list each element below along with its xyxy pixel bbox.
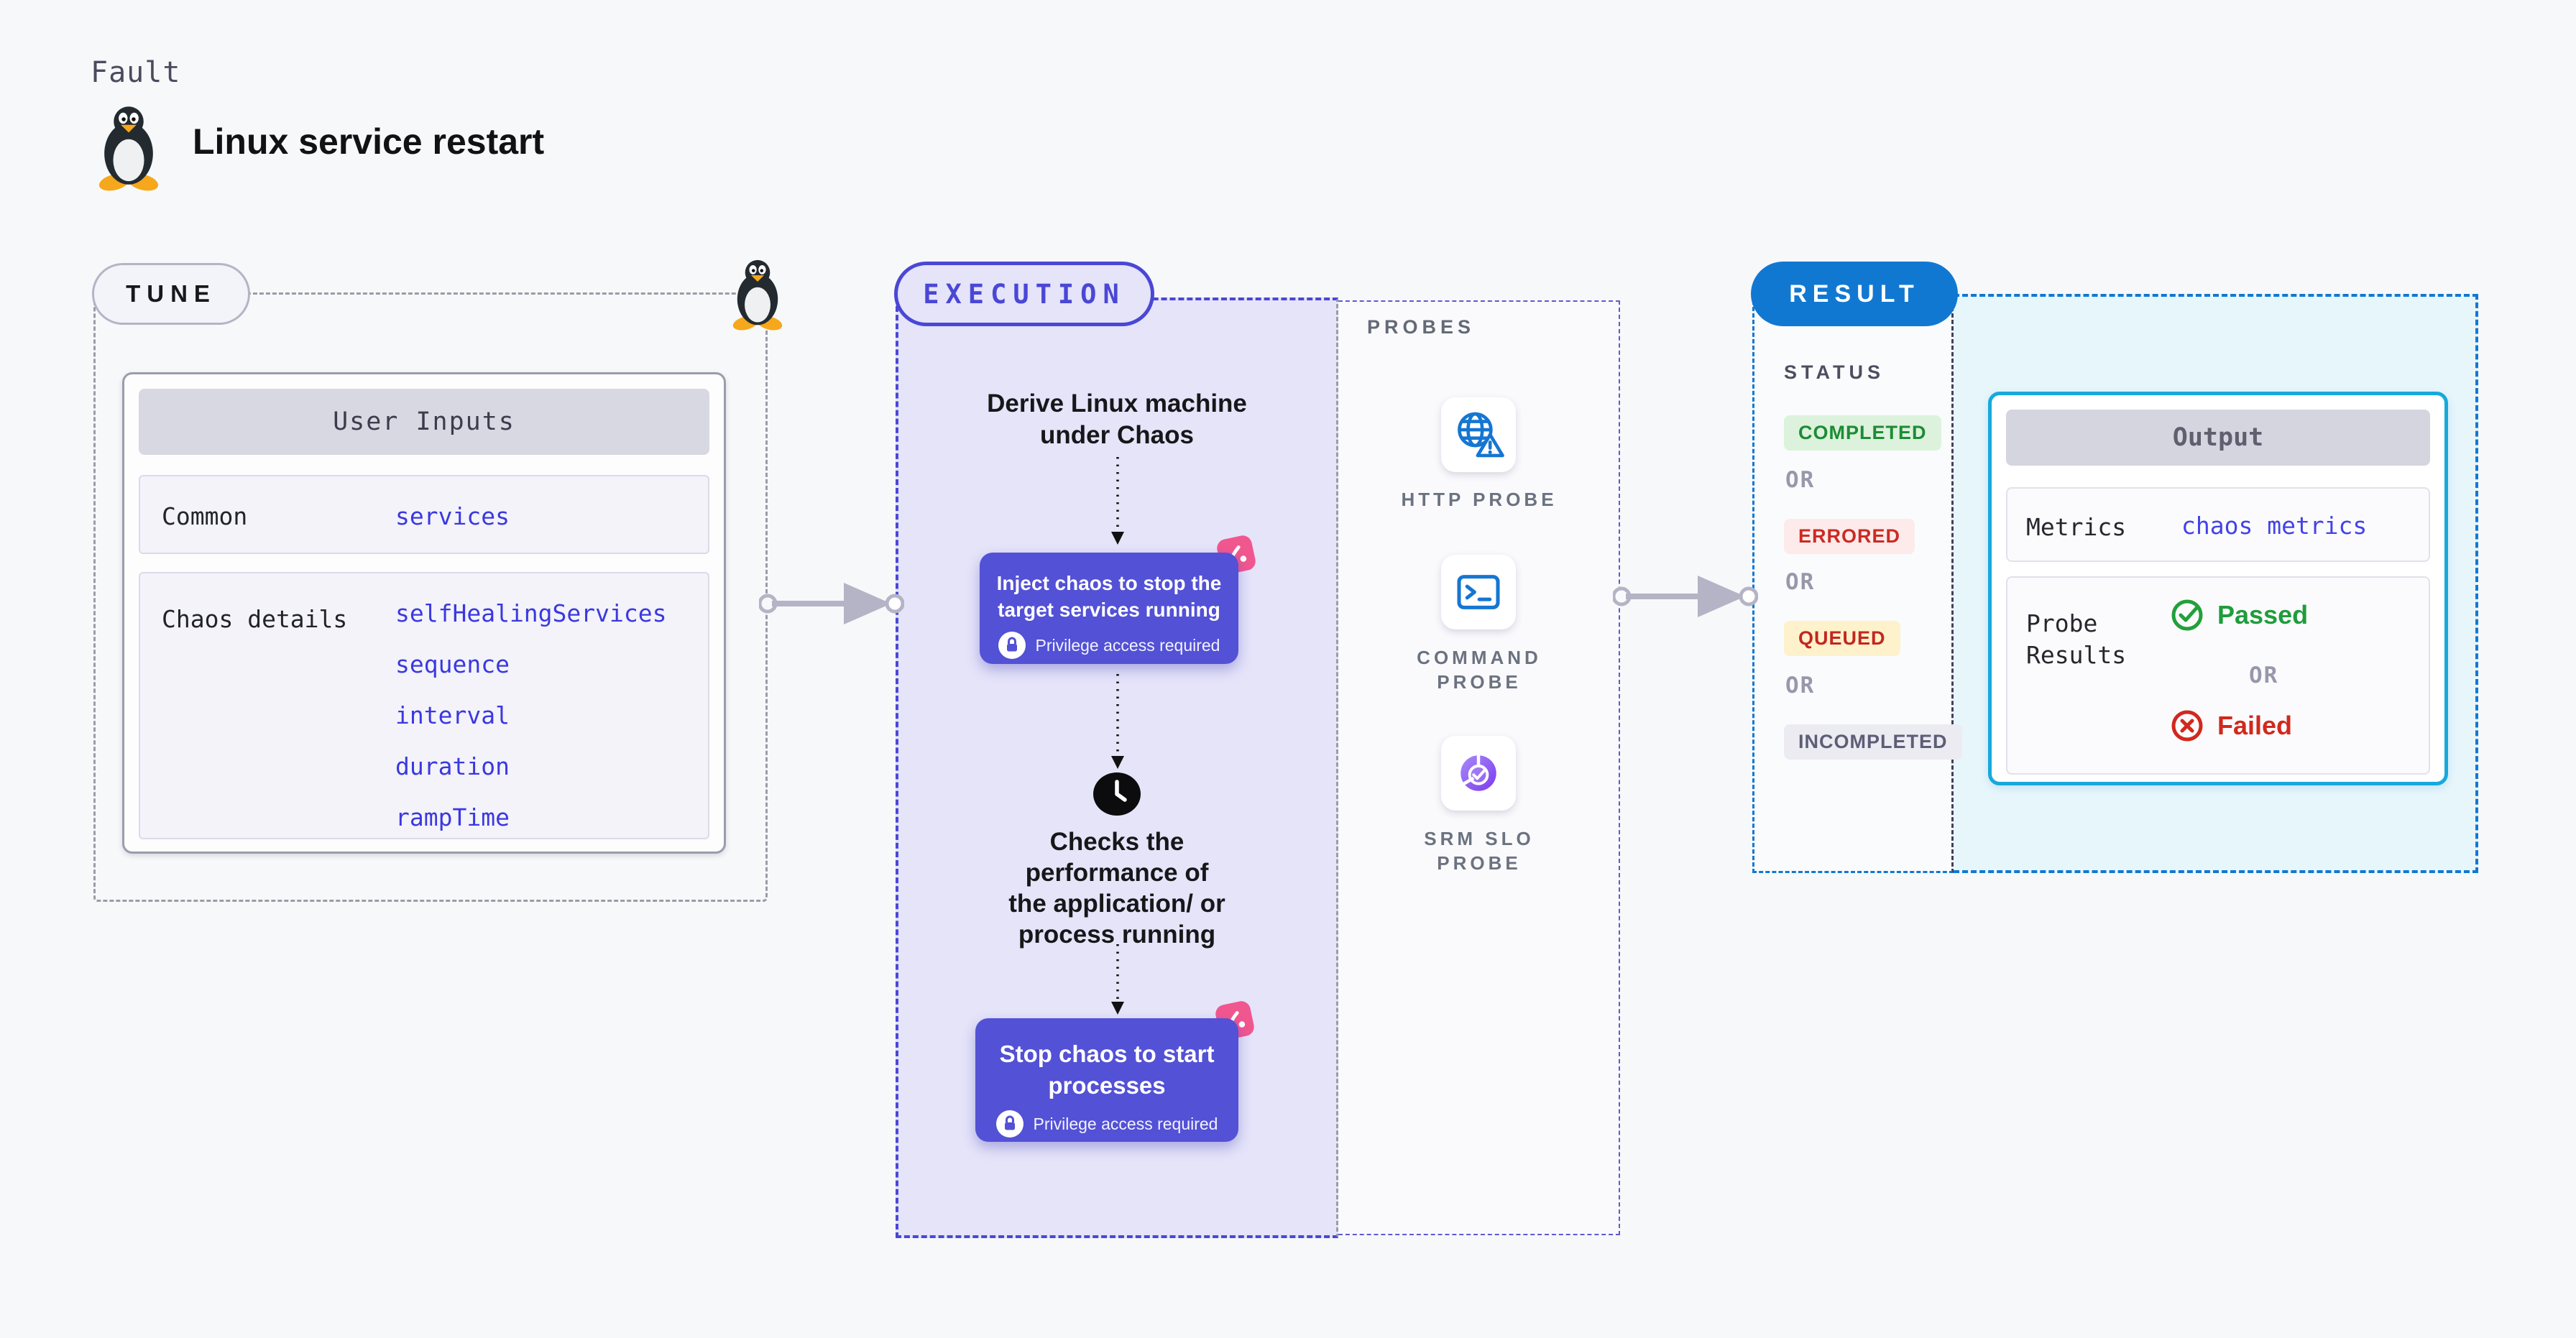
- dotted-arrow-icon: [1110, 674, 1126, 770]
- passed-result: Passed: [2170, 598, 2308, 632]
- x-circle-icon: [2171, 710, 2203, 742]
- row-value: duration: [395, 752, 510, 780]
- inject-chaos-card: Inject chaos to stop the target services…: [980, 553, 1238, 664]
- check-circle-icon: [2171, 599, 2203, 631]
- tux-small-icon: [727, 259, 788, 331]
- status-badge-completed: COMPLETED: [1784, 415, 1941, 451]
- clock-icon: [1092, 772, 1141, 816]
- metrics-label: Metrics: [2026, 513, 2127, 541]
- slo-donut-icon: [1460, 754, 1496, 791]
- row-value: interval: [395, 701, 510, 729]
- lock-icon: [998, 632, 1026, 659]
- row-label: Common: [162, 502, 248, 530]
- failed-label: Failed: [2217, 711, 2293, 740]
- execution-section-pill: EXECUTION: [894, 262, 1154, 326]
- arrow-execution-to-result-icon: [1613, 568, 1758, 625]
- output-probe-results-row: Probe Results Passed OR Failed: [2006, 576, 2430, 775]
- metrics-value: chaos metrics: [2181, 512, 2368, 540]
- failed-result: Failed: [2170, 709, 2292, 743]
- user-inputs-row-common: Common services: [139, 475, 709, 554]
- page-title: Linux service restart: [193, 121, 545, 162]
- probes-section-title: PROBES: [1367, 316, 1476, 338]
- tux-icon: [92, 105, 165, 191]
- passed-label: Passed: [2217, 600, 2309, 629]
- probe-label: COMMAND PROBE: [1417, 647, 1542, 693]
- globe-alert-icon: [1458, 412, 1504, 458]
- probe-results-label: Probe Results: [2026, 609, 2127, 669]
- row-value: selfHealingServices: [395, 599, 667, 627]
- status-badge-errored: ERRORED: [1784, 519, 1915, 554]
- dotted-arrow-icon: [1110, 944, 1126, 1016]
- stop-chaos-card: Stop chaos to start processes Privilege …: [975, 1018, 1238, 1142]
- row-value: rampTime: [395, 803, 510, 831]
- command-probe-card: [1441, 555, 1516, 629]
- or-separator: OR: [1785, 673, 1816, 698]
- output-header: Output: [2006, 410, 2430, 466]
- status-badge-incompleted: INCOMPLETED: [1784, 724, 1962, 760]
- user-inputs-header: User Inputs: [139, 389, 709, 455]
- result-section-pill: RESULT: [1751, 262, 1958, 326]
- privilege-badge-label: Privilege access required: [1033, 1114, 1218, 1133]
- dotted-arrow-icon: [1110, 457, 1126, 546]
- terminal-icon: [1457, 575, 1500, 609]
- privilege-badge: Privilege access required: [980, 632, 1238, 659]
- or-separator: OR: [1785, 467, 1816, 493]
- status-title: STATUS: [1784, 361, 1885, 383]
- checks-step-text: Checks the performance of the applicatio…: [1008, 828, 1225, 949]
- privilege-badge: Privilege access required: [975, 1110, 1238, 1138]
- chaos-detail-values: selfHealingServices sequence interval du…: [395, 599, 667, 831]
- probe-label: HTTP PROBE: [1401, 489, 1558, 510]
- result-status-box: [1752, 294, 1954, 873]
- probe-label: SRM SLO PROBE: [1424, 828, 1535, 874]
- row-label: Chaos details: [162, 605, 348, 633]
- output-metrics-row: Metrics chaos metrics: [2006, 487, 2430, 562]
- or-separator: OR: [1785, 569, 1816, 595]
- output-card: Output Metrics chaos metrics Probe Resul…: [1988, 392, 2448, 785]
- derive-step-text: Derive Linux machine under Chaos: [987, 389, 1247, 449]
- http-probe-card: [1441, 397, 1516, 472]
- inject-chaos-text: Inject chaos to stop the target services…: [996, 572, 1222, 621]
- stop-chaos-text: Stop chaos to start processes: [999, 1041, 1215, 1099]
- user-inputs-row-chaos-details: Chaos details selfHealingServices sequen…: [139, 572, 709, 839]
- srm-slo-probe-card: [1441, 736, 1516, 811]
- privilege-badge-label: Privilege access required: [1035, 635, 1220, 655]
- status-badge-queued: QUEUED: [1784, 621, 1900, 656]
- arrow-tune-to-execution-icon: [759, 575, 904, 632]
- tune-section-pill: TUNE: [92, 263, 250, 325]
- lock-icon: [995, 1110, 1024, 1138]
- row-value: services: [395, 502, 510, 530]
- or-separator: OR: [2249, 663, 2279, 688]
- page-kicker: Fault: [91, 56, 181, 89]
- user-inputs-card: User Inputs Common services Chaos detail…: [122, 372, 726, 854]
- row-value: sequence: [395, 650, 510, 678]
